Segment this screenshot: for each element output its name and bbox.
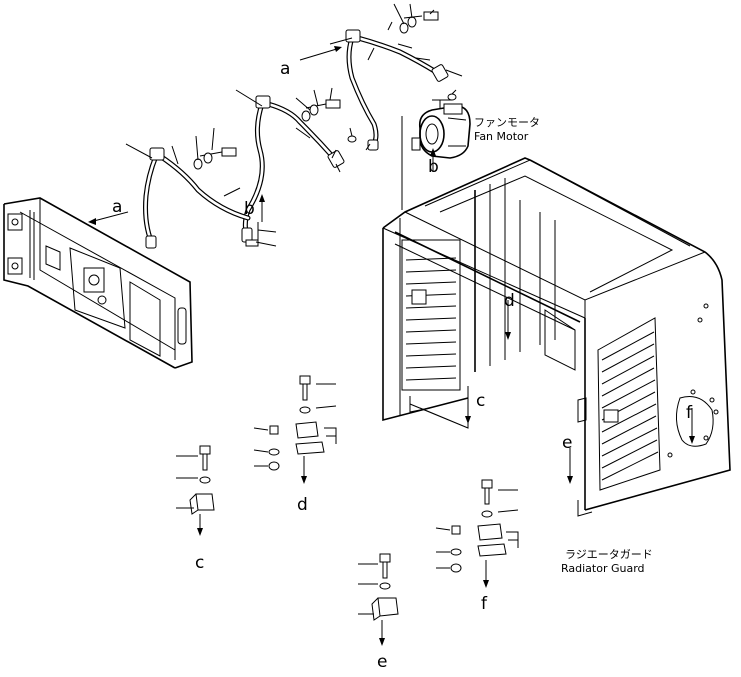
right-grille-slats [601,331,659,481]
view-letter-d-guard: d [504,291,515,311]
view-letter-b-upper: b [428,157,439,177]
view-letter-e-detail: e [377,652,387,672]
detail-e [358,553,399,646]
hose-fittings [145,29,449,249]
left-grille-slats [405,257,457,381]
fan-motor-label-jp: ファンモータ [474,116,540,129]
view-arrows [88,46,436,225]
guard-view-arrows [409,300,695,484]
leader-lines [125,3,463,247]
text-labels: ファンモータ Fan Motor ラジエータガード Radiator Guard… [112,59,693,672]
detail-f [435,479,519,588]
detail-c [176,445,215,536]
view-letter-b-left: b [244,199,255,219]
view-letter-c-guard: c [476,391,485,411]
fan-motor-label-en: Fan Motor [474,130,529,143]
view-letter-f-guard: f [686,403,693,423]
upper-bolts [193,11,457,247]
radiator-guard [382,157,731,517]
hose-assembly [143,35,439,241]
side-plate-holes [667,303,719,458]
view-letter-e-guard: e [562,433,572,453]
view-letter-a-upper: a [280,59,290,79]
view-letter-a-left: a [112,197,122,217]
detail-d [253,375,337,484]
view-letter-c-detail: c [195,553,204,573]
view-letter-f-detail: f [481,594,488,614]
view-letter-d-detail: d [297,495,308,515]
left-support-frame [3,197,193,369]
fan-motor [411,99,471,159]
radiator-guard-label-en: Radiator Guard [561,562,645,575]
radiator-guard-label-jp: ラジエータガード [565,548,653,561]
